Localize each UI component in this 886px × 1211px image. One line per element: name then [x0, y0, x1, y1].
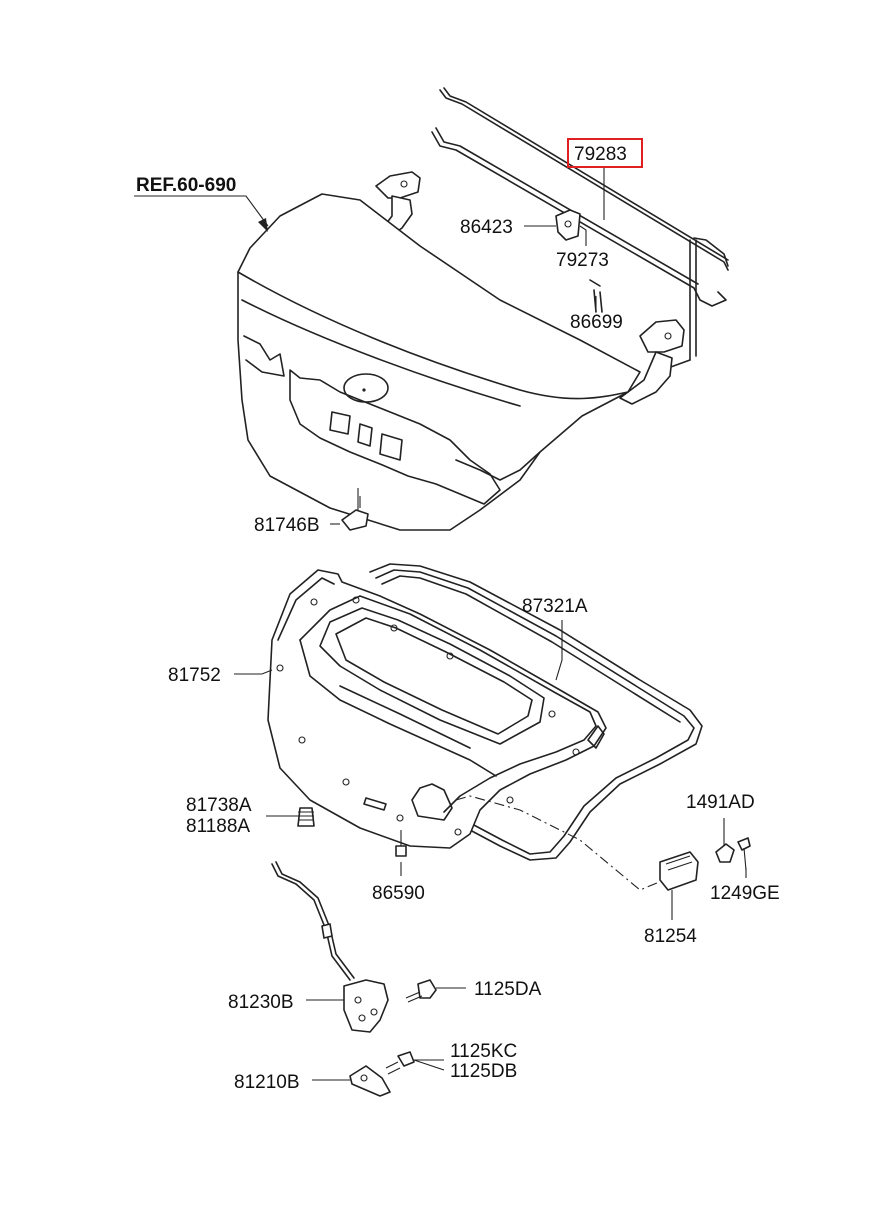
striker-81210B [349, 1065, 391, 1097]
reference-label[interactable]: REF.60-690 [136, 175, 236, 196]
part-label-1125KC[interactable]: 1125KC [450, 1041, 517, 1062]
bolt-1125DA [405, 979, 437, 1003]
part-label-86423[interactable]: 86423 [460, 217, 513, 238]
bumper-81746B [341, 488, 369, 531]
leader-lines [134, 168, 747, 1081]
part-label-1125DA[interactable]: 1125DA [474, 979, 542, 1000]
part-label-1249GE[interactable]: 1249GE [710, 883, 780, 904]
clip-86590 [395, 830, 407, 857]
release-cable-latch-81230B [271, 861, 389, 1033]
grommet-81738A [297, 807, 315, 827]
nut-1491AD [715, 843, 735, 863]
part-label-81210B[interactable]: 81210B [234, 1072, 300, 1093]
part-label-86699[interactable]: 86699 [570, 312, 623, 333]
ref-arrow [258, 218, 268, 232]
part-label-81746B[interactable]: 81746B [254, 515, 320, 536]
clip-86423 [555, 209, 581, 241]
part-label-81752[interactable]: 81752 [168, 665, 221, 686]
part-label-1491AD[interactable]: 1491AD [686, 792, 755, 813]
part-label-81254[interactable]: 81254 [644, 926, 697, 947]
part-label-79273[interactable]: 79273 [556, 250, 609, 271]
trunk-trim-81752 [267, 569, 607, 849]
part-label-86590[interactable]: 86590 [372, 883, 425, 904]
switch-81254 [659, 851, 699, 891]
highlight-box-79283 [567, 138, 643, 168]
cable-route-dashed [455, 795, 665, 891]
part-label-1125DB[interactable]: 1125DB [450, 1061, 517, 1082]
part-label-79283[interactable]: 79283 [574, 144, 627, 165]
part-label-81738A[interactable]: 81738A [186, 795, 252, 816]
part-label-81188A[interactable]: 81188A [186, 816, 250, 837]
bolt-1125KC [385, 1051, 415, 1075]
weatherstrip-87321A [369, 563, 703, 861]
right-hinge [619, 319, 685, 405]
part-label-81230B[interactable]: 81230B [228, 992, 294, 1013]
part-label-87321A[interactable]: 87321A [522, 596, 588, 617]
trunk-lid-panel [237, 193, 641, 531]
screw-1249GE [737, 837, 751, 871]
